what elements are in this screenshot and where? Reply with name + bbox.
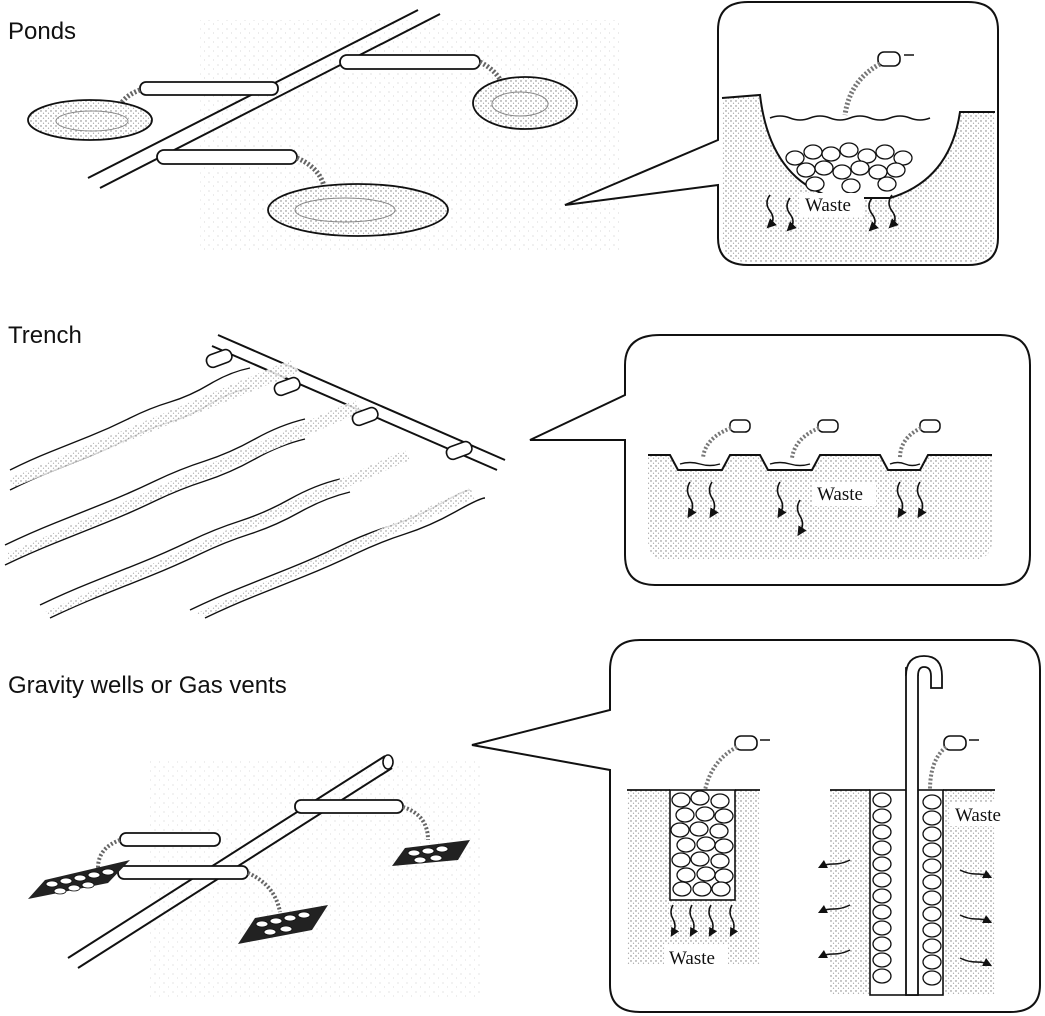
- ponds-waste-label: Waste: [805, 195, 851, 216]
- ponds-scene: Waste: [28, 2, 998, 265]
- gravel-icon: [671, 791, 733, 896]
- wells-right-waste-label: Waste: [955, 805, 1001, 826]
- wells-left-waste-label: Waste: [669, 948, 715, 969]
- trench-waste-label: Waste: [817, 484, 863, 505]
- gravity-wells-scene: Waste: [28, 640, 1040, 1012]
- trench-scene: Waste: [5, 335, 1030, 618]
